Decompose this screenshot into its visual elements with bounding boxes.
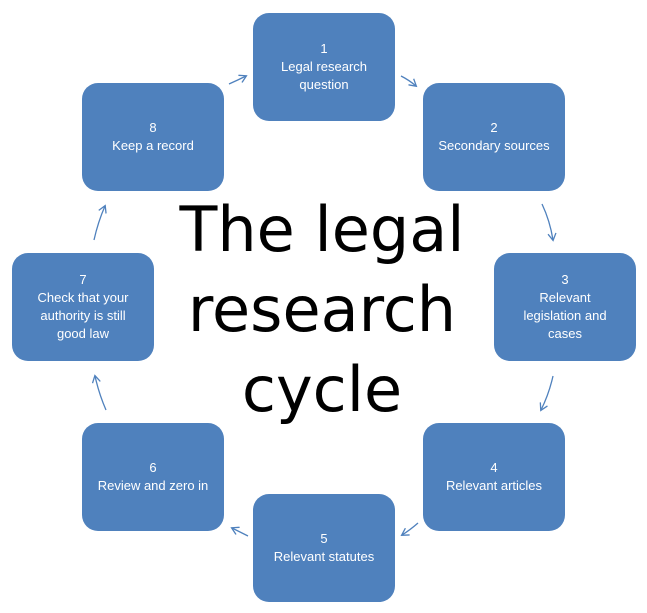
step-1-box: 1 Legal research question <box>253 13 395 121</box>
step-number: 7 <box>79 272 87 287</box>
step-label: Legal research question <box>281 59 367 92</box>
step-6-box: 6 Review and zero in <box>82 423 224 531</box>
step-number: 5 <box>320 531 328 546</box>
arrow-4-to-5-icon <box>402 522 419 535</box>
step-number: 6 <box>149 460 157 475</box>
step-8-box: 8 Keep a record <box>82 83 224 191</box>
arrow-7-to-8-icon <box>93 206 105 241</box>
step-4-box: 4 Relevant articles <box>423 423 565 531</box>
title-line-1: The legal <box>179 193 465 266</box>
step-number: 8 <box>149 120 157 135</box>
step-label: Check that your authority is still good … <box>37 290 129 341</box>
title-line-3: cycle <box>241 353 403 426</box>
step-label: Review and zero in <box>97 478 209 493</box>
arrow-6-to-7-icon <box>95 376 107 411</box>
step-2-box: 2 Secondary sources <box>423 83 565 191</box>
step-5-box: 5 Relevant statutes <box>253 494 395 602</box>
arrow-5-to-6-icon <box>232 528 249 537</box>
step-7-box: 7 Check that your authority is still goo… <box>12 253 154 361</box>
step-label: Relevant statutes <box>273 549 375 564</box>
step-number: 2 <box>490 120 498 135</box>
step-number: 1 <box>320 41 328 56</box>
step-3-box: 3 Relevant legislation and cases <box>494 253 636 361</box>
step-label: Relevant articles <box>445 478 543 493</box>
step-number: 4 <box>490 460 498 475</box>
title-line-2: research <box>187 273 457 346</box>
step-label: Secondary sources <box>438 138 550 153</box>
arrow-2-to-3-icon <box>541 203 553 240</box>
arrow-3-to-4-icon <box>541 375 554 410</box>
diagram-title: The legal research cycle <box>160 190 484 430</box>
step-label: Keep a record <box>112 138 194 153</box>
arrow-1-to-2-icon <box>400 75 416 86</box>
step-number: 3 <box>561 272 569 287</box>
arrow-8-to-1-icon <box>228 76 246 85</box>
step-label: Relevant legislation and cases <box>523 290 607 341</box>
